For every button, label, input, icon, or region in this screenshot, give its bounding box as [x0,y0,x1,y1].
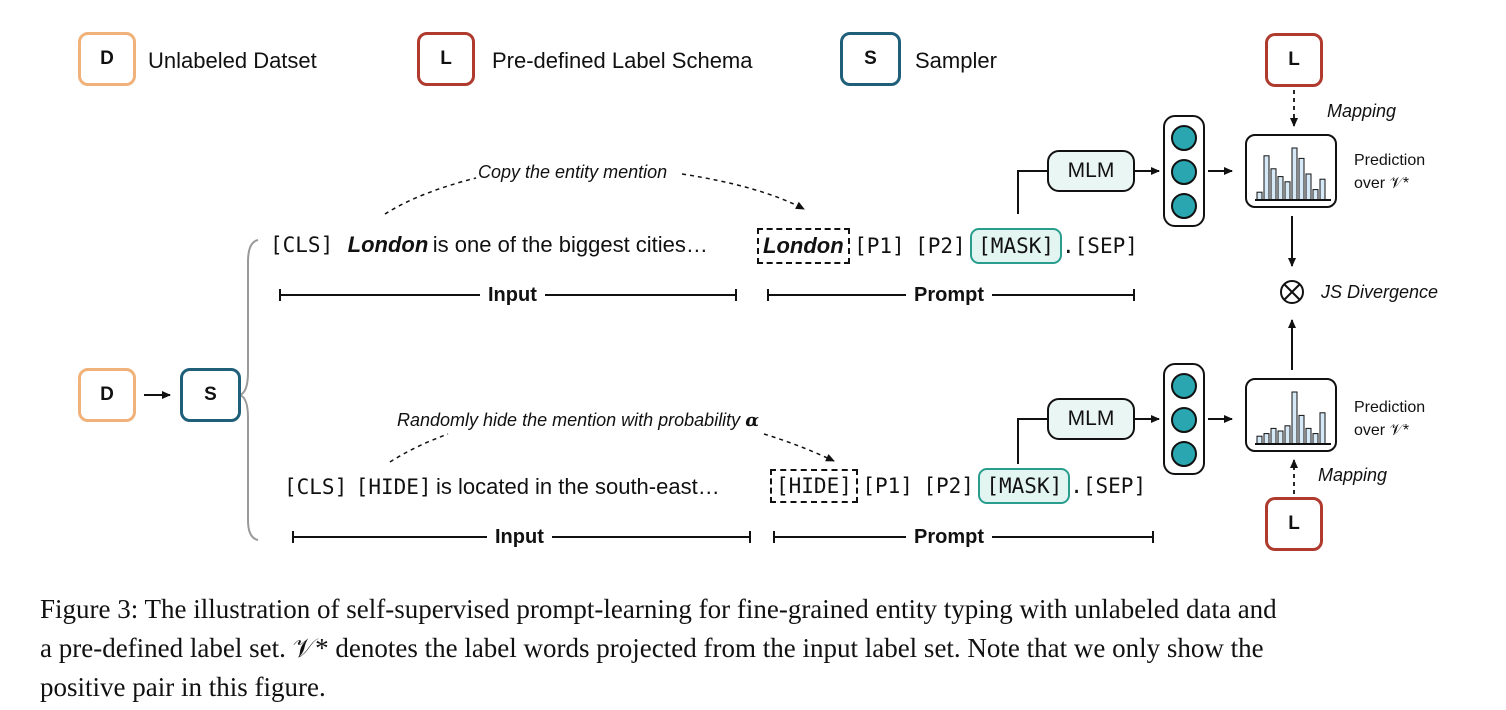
top-hist-bar-7 [1298,157,1305,201]
top-sentence-rest: is one of the biggest cities… [432,232,708,257]
bottom-input-sequence: [CLS] [HIDE] is located in the south-eas… [284,474,720,500]
sampler-box: S [180,368,241,422]
js-divergence-label: JS Divergence [1321,282,1439,302]
otimes-icon [1280,280,1304,304]
bottom-output-stack [1163,363,1205,475]
bottom-hist-bar-2 [1263,433,1270,445]
bottom-output-node-3 [1171,441,1197,467]
legend-schema-box: L [417,32,475,86]
bottom-hist-bar-9 [1312,433,1319,445]
bottom-prediction-histogram [1245,378,1337,452]
bottom-hide-annotation: Randomly hide the mention with probabili… [397,410,760,431]
top-prompt-sequence: London [P1] [P2] [MASK].[SEP] [757,228,1138,264]
bottom-cls-token: [CLS] [284,475,348,499]
bottom-schema-box: L [1265,497,1323,551]
top-hist-bar-2 [1263,155,1270,201]
branch-brace [237,239,259,541]
bottom-hide-token: [HIDE] [355,475,432,499]
figure-caption: Figure 3: The illustration of self-super… [40,590,1476,707]
legend-dataset-label: Unlabeled Datset [148,48,317,73]
bottom-hist-bar-1 [1256,435,1263,445]
top-mask-token: [MASK] [970,228,1063,264]
bottom-mask-token: [MASK] [978,468,1071,504]
bottom-hide-curve-right [763,433,835,462]
bottom-hist-bar-4 [1277,430,1284,445]
bottom-output-node-1 [1171,373,1197,399]
top-prompt-mention: London [757,228,850,264]
legend-schema-label: Pre-defined Label Schema [492,48,753,73]
top-mlm-box: MLM [1047,150,1135,192]
bottom-p2-token: [P2] [923,474,974,498]
bottom-hist-bar-10 [1319,412,1326,445]
top-hist-bar-8 [1305,173,1312,201]
top-output-node-3 [1171,193,1197,219]
top-mask-to-mlm [1017,170,1048,214]
top-sep-token: .[SEP] [1062,234,1138,258]
caption-line-1: Figure 3: The illustration of self-super… [40,594,1277,624]
bottom-p1-token: [P1] [862,474,913,498]
top-prediction-label: Prediction over 𝒱* [1354,152,1426,192]
top-hist-bar-6 [1291,147,1298,201]
top-hist-bar-9 [1312,189,1319,201]
top-hist-bar-5 [1284,181,1291,201]
bottom-hide-curve-left [389,433,449,463]
top-p1-token: [P1] [854,234,905,258]
top-output-node-1 [1171,125,1197,151]
top-hist-bar-3 [1270,168,1277,201]
bottom-prediction-label: Prediction over 𝒱* [1354,399,1426,439]
bottom-sep-token: .[SEP] [1070,474,1147,498]
top-copy-curve-left [384,177,477,215]
bottom-prompt-label: Prompt [906,526,992,549]
bottom-input-label: Input [487,526,552,549]
top-copy-annotation: Copy the entity mention [478,162,668,182]
top-schema-box: L [1265,33,1323,87]
top-copy-curve-right [681,173,805,210]
bottom-hist-bar-8 [1305,427,1312,445]
top-output-stack [1163,115,1205,227]
bottom-hist-bar-3 [1270,427,1277,445]
connector-layer [144,90,1304,543]
top-histogram-bars [1255,147,1331,201]
bottom-histogram-bars [1255,391,1331,445]
bottom-mapping-label: Mapping [1318,465,1388,485]
bottom-hist-bar-6 [1291,391,1298,445]
legend-sampler-label: Sampler [915,48,997,73]
top-input-label: Input [480,284,545,307]
legend-sampler-box: S [840,32,901,86]
bottom-prompt-sequence: [HIDE] [P1] [P2] [MASK].[SEP] [770,468,1146,504]
top-prediction-histogram [1245,134,1337,208]
bottom-hist-bar-5 [1284,425,1291,445]
legend-dataset-box: D [78,32,136,86]
bottom-sentence-rest: is located in the south-east… [435,474,720,499]
top-cls-token: [CLS] [270,233,334,257]
top-hist-bar-10 [1319,178,1326,201]
top-mapping-label: Mapping [1327,101,1397,121]
bottom-mask-to-mlm [1017,418,1048,464]
caption-line-2: a pre-defined label set. 𝒱* denotes the … [40,633,1264,663]
top-output-node-2 [1171,159,1197,185]
dataset-box: D [78,368,136,422]
bottom-hist-bar-7 [1298,414,1305,445]
bottom-mlm-box: MLM [1047,398,1135,440]
top-input-sequence: [CLS] London is one of the biggest citie… [270,232,708,258]
top-prompt-label: Prompt [906,284,992,307]
caption-line-3: positive pair in this figure. [40,672,326,702]
top-hist-bar-1 [1256,191,1263,201]
top-hist-bar-4 [1277,176,1284,201]
top-mention: London [347,232,429,257]
bottom-output-node-2 [1171,407,1197,433]
bottom-prompt-hide: [HIDE] [770,469,858,503]
top-p2-token: [P2] [915,234,966,258]
